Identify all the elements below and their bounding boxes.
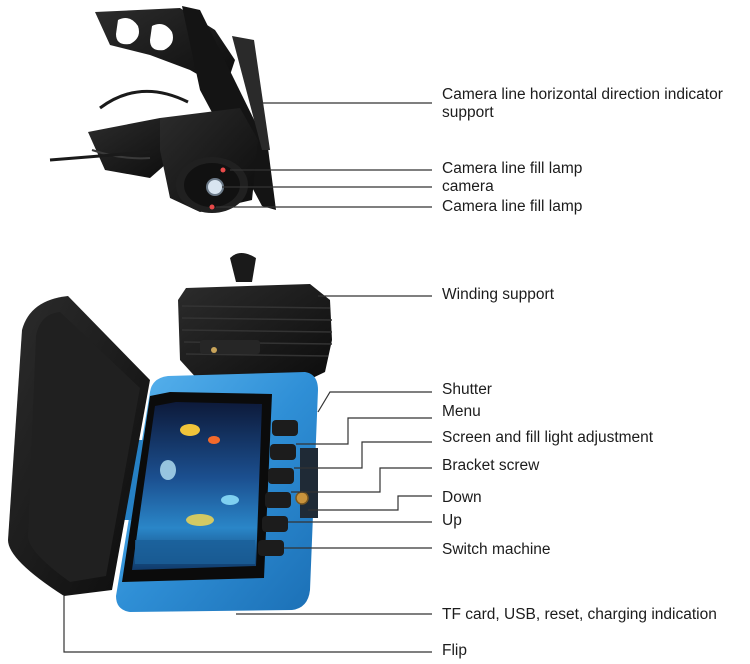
bracket-screw-icon — [295, 491, 309, 505]
camera-head — [160, 108, 258, 213]
label-fill-lamp-bottom: Camera line fill lamp — [442, 198, 583, 215]
label-tf-card: TF card, USB, reset, charging indication — [442, 606, 717, 623]
leader-lines — [63, 102, 432, 653]
control-buttons — [258, 420, 298, 556]
label-shutter: Shutter — [442, 381, 492, 398]
label-flip: Flip — [442, 642, 467, 659]
monitor-screen — [122, 392, 272, 582]
label-switch-machine: Switch machine — [442, 541, 551, 558]
camera-lens-icon — [206, 178, 224, 196]
label-down: Down — [442, 489, 482, 506]
fill-lamp-top-icon — [220, 167, 226, 173]
label-menu: Menu — [442, 403, 481, 420]
sun-cover — [8, 296, 150, 596]
label-horizontal-support: Camera line horizontal direction indicat… — [442, 86, 723, 121]
label-fill-lamp-top: Camera line fill lamp — [442, 160, 583, 177]
label-bracket-screw: Bracket screw — [442, 457, 540, 474]
fill-lamp-bottom-icon — [209, 204, 215, 210]
label-winding-support: Winding support — [442, 286, 555, 303]
label-camera: camera — [442, 178, 494, 195]
label-screen-fill-light: Screen and fill light adjustment — [442, 429, 654, 446]
label-up: Up — [442, 512, 462, 529]
winding-spool — [178, 253, 333, 384]
